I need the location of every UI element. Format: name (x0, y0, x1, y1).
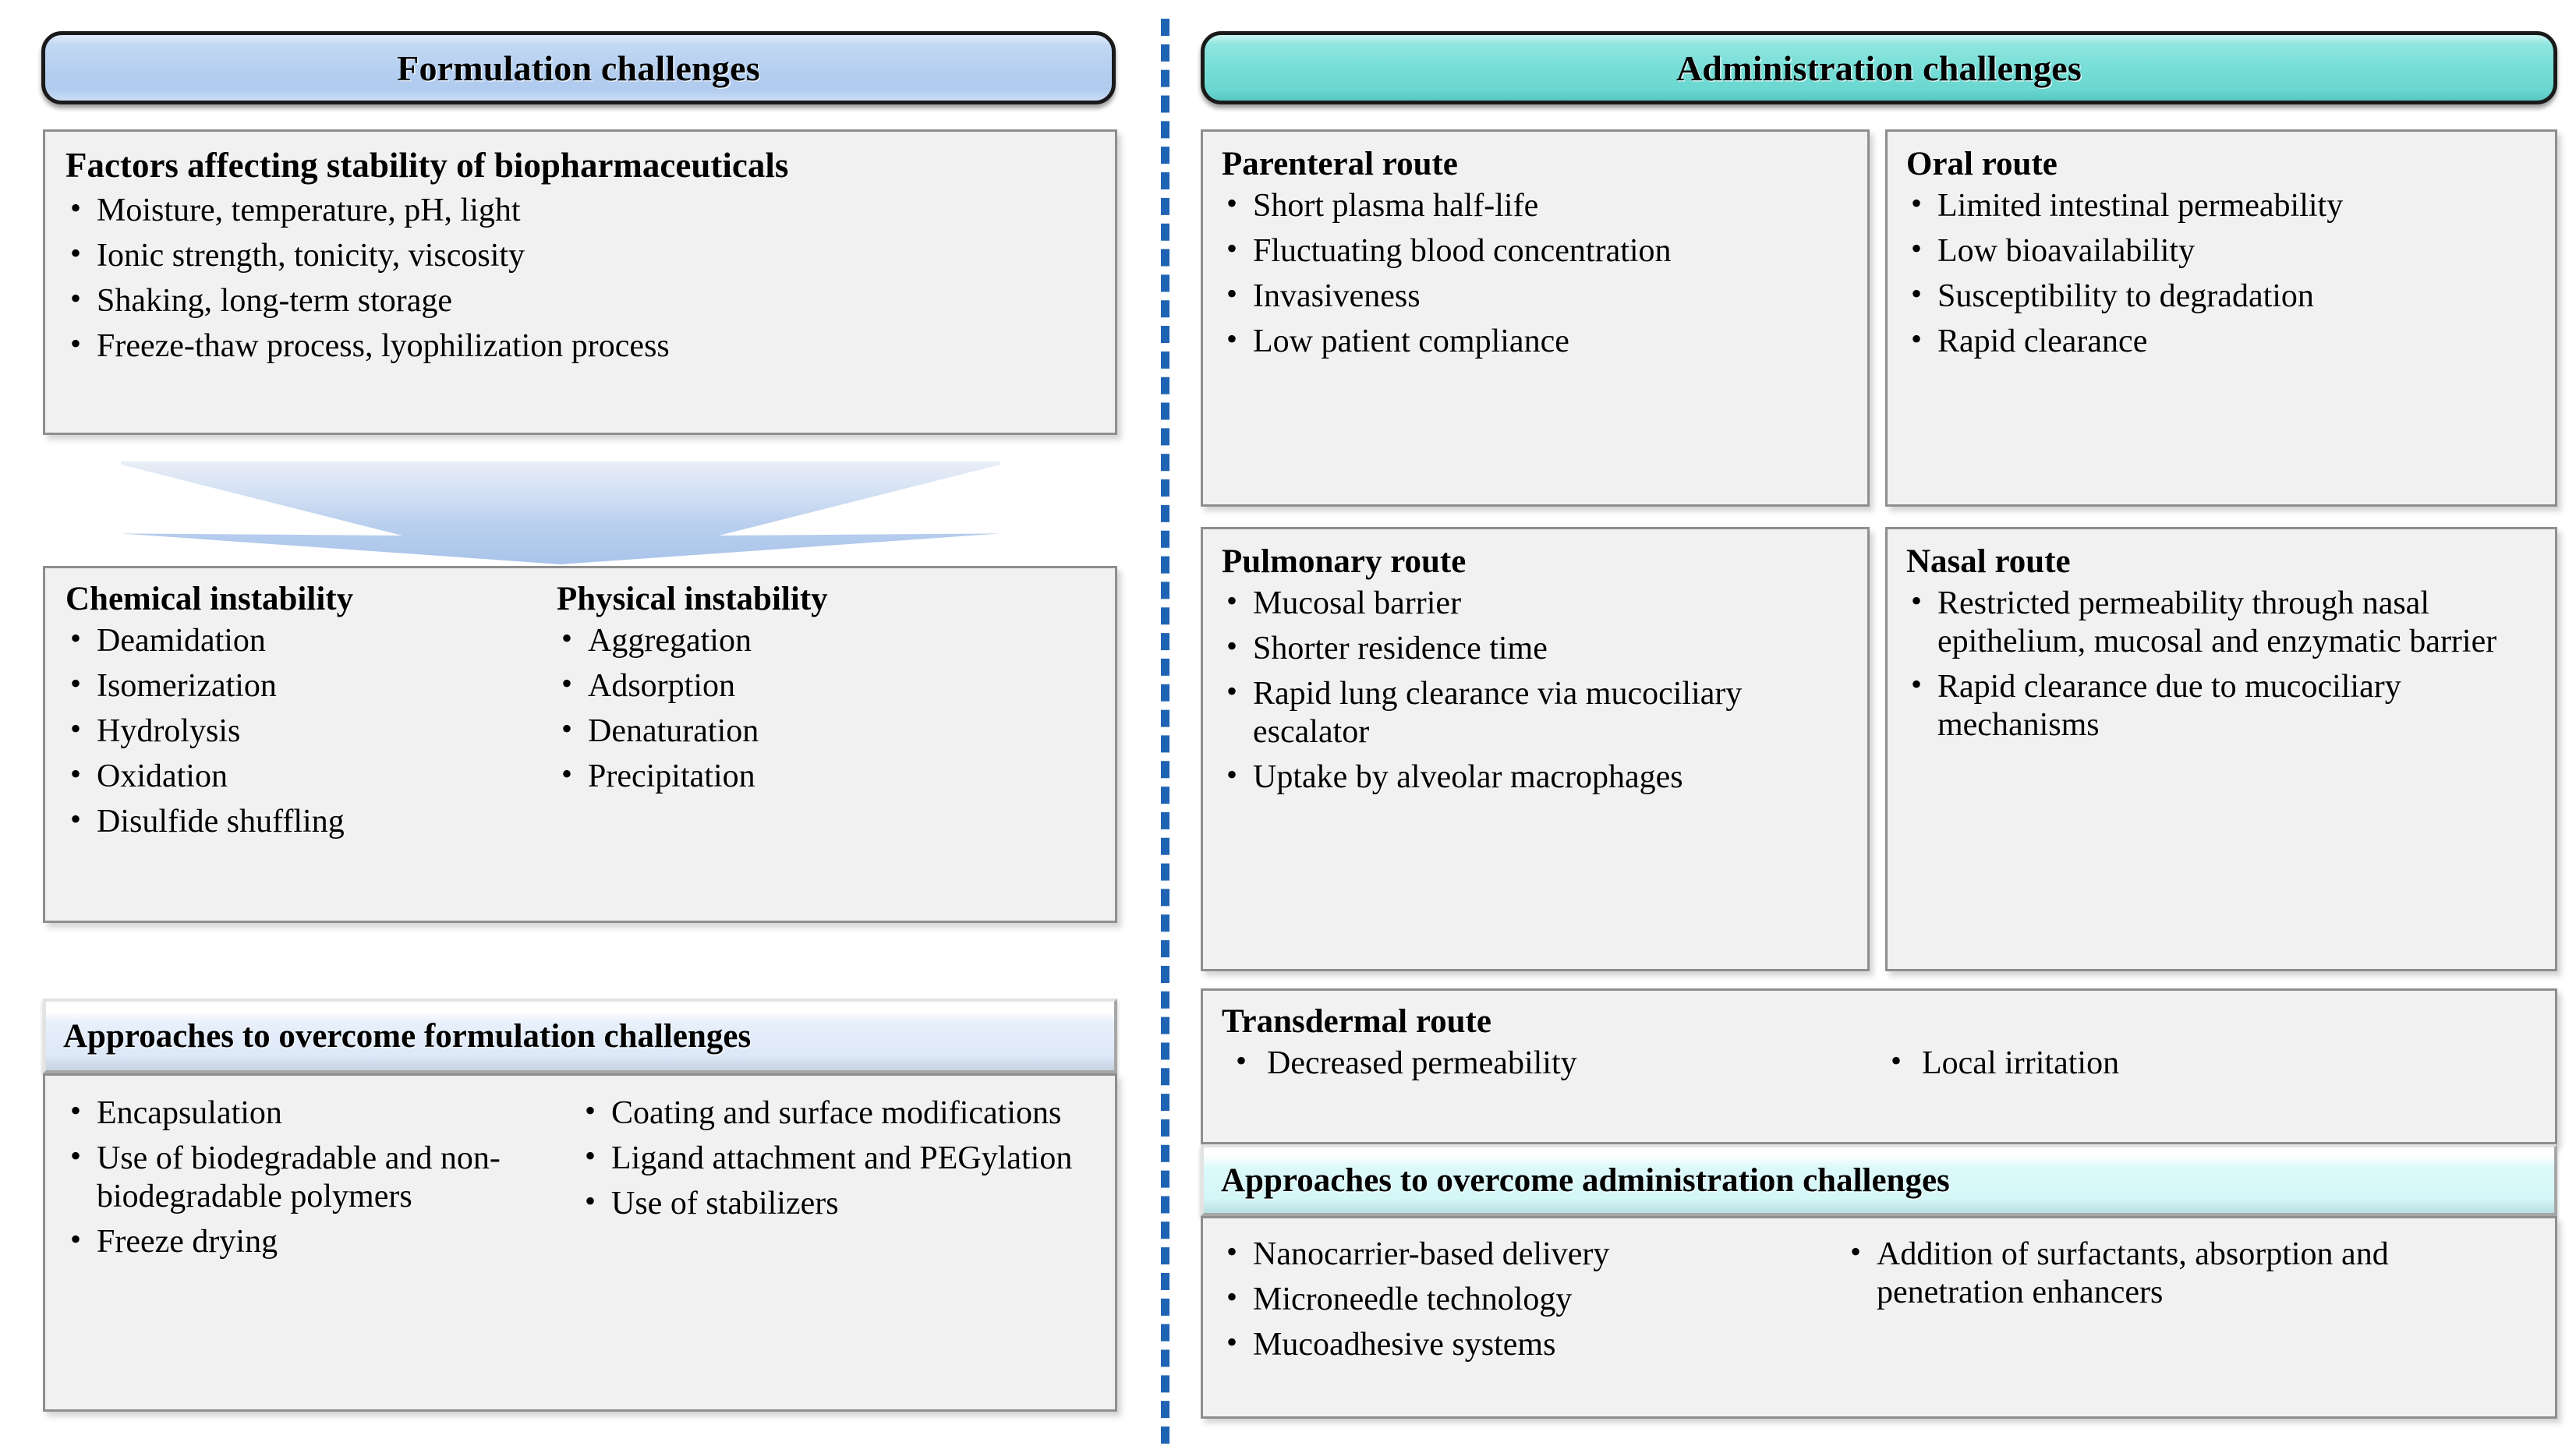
approaches-administration-bar-label: Approaches to overcome administration ch… (1221, 1161, 1950, 1199)
approaches-administration-list-1: Nanocarrier-based delivery Microneedle t… (1222, 1234, 1845, 1364)
list-item: Freeze drying (65, 1221, 580, 1261)
administration-challenges-banner-label: Administration challenges (1676, 48, 2082, 88)
list-item: Shaking, long-term storage (65, 281, 1095, 320)
chemical-instability-list: Deamidation Isomerization Hydrolysis Oxi… (65, 620, 557, 842)
transdermal-route-title: Transdermal route (1222, 1003, 1491, 1040)
approaches-formulation-column-2: Coating and surface modifications Ligand… (580, 1093, 1095, 1269)
approaches-formulation-bar-label: Approaches to overcome formulation chall… (63, 1017, 752, 1055)
list-item: Rapid lung clearance via mucociliary esc… (1222, 673, 1849, 751)
instability-types-box: Chemical instability Deamidation Isomeri… (43, 566, 1117, 923)
list-item: Fluctuating blood concentration (1222, 231, 1849, 270)
chemical-instability-column: Chemical instability Deamidation Isomeri… (65, 581, 557, 848)
list-item: Microneedle technology (1222, 1279, 1845, 1319)
list-item: Nanocarrier-based delivery (1222, 1234, 1845, 1274)
pulmonary-route-list: Mucosal barrier Shorter residence time R… (1222, 583, 1849, 797)
list-item: Ionic strength, tonicity, viscosity (65, 235, 1095, 275)
approaches-formulation-box: Encapsulation Use of biodegradable and n… (43, 1073, 1117, 1412)
panel-divider (1161, 19, 1169, 1444)
physical-instability-title: Physical instability (557, 581, 828, 617)
nasal-route-box: Nasal route Restricted permeability thro… (1885, 527, 2557, 971)
pulmonary-route-title: Pulmonary route (1222, 543, 1467, 580)
formulation-challenges-banner-label: Formulation challenges (397, 48, 760, 88)
factors-affecting-stability-box: Factors affecting stability of biopharma… (43, 129, 1117, 435)
pulmonary-route-box: Pulmonary route Mucosal barrier Shorter … (1201, 527, 1870, 971)
oral-route-list: Limited intestinal permeability Low bioa… (1906, 186, 2536, 362)
list-item: Uptake by alveolar macrophages (1222, 757, 1849, 797)
list-item: Precipitation (557, 756, 1095, 796)
transdermal-route-box: Transdermal route Decreased permeability… (1201, 988, 2557, 1144)
list-item: Invasiveness (1222, 276, 1849, 316)
nasal-route-title: Nasal route (1906, 543, 2071, 580)
list-item: Encapsulation (65, 1093, 580, 1133)
list-item: Deamidation (65, 620, 557, 660)
parenteral-route-list: Short plasma half-life Fluctuating blood… (1222, 186, 1849, 362)
list-item: Aggregation (557, 620, 1095, 660)
list-item: Shorter residence time (1222, 628, 1849, 668)
list-item: Hydrolysis (65, 711, 557, 751)
list-item: Mucoadhesive systems (1222, 1324, 1845, 1364)
list-item: Local irritation (1877, 1043, 2119, 1083)
factors-box-title: Factors affecting stability of biopharma… (65, 146, 789, 185)
list-item: Oxidation (65, 756, 557, 796)
list-item: Low patient compliance (1222, 321, 1849, 361)
approaches-administration-column-2: Addition of surfactants, absorption and … (1845, 1234, 2536, 1371)
approaches-formulation-bar: Approaches to overcome formulation chall… (43, 999, 1117, 1073)
list-item: Low bioavailability (1906, 231, 2536, 270)
transdermal-list-1: Decreased permeability (1222, 1043, 1877, 1083)
list-item: Addition of surfactants, absorption and … (1845, 1234, 2536, 1312)
list-item: Moisture, temperature, pH, light (65, 190, 1095, 230)
approaches-formulation-list-2: Coating and surface modifications Ligand… (580, 1093, 1095, 1223)
approaches-administration-list-2: Addition of surfactants, absorption and … (1845, 1234, 2536, 1312)
list-item: Disulfide shuffling (65, 801, 557, 841)
transdermal-column-1: Decreased permeability (1222, 1043, 1877, 1090)
approaches-administration-bar: Approaches to overcome administration ch… (1201, 1144, 2557, 1216)
list-item: Limited intestinal permeability (1906, 186, 2536, 225)
transdermal-column-2: Local irritation (1877, 1043, 2119, 1090)
list-item: Use of stabilizers (580, 1183, 1095, 1223)
oral-route-title: Oral route (1906, 146, 2058, 182)
list-item: Freeze-thaw process, lyophilization proc… (65, 326, 1095, 366)
list-item: Adsorption (557, 666, 1095, 705)
physical-instability-list: Aggregation Adsorption Denaturation Prec… (557, 620, 1095, 797)
transdermal-list-2: Local irritation (1877, 1043, 2119, 1083)
list-item: Denaturation (557, 711, 1095, 751)
list-item: Decreased permeability (1222, 1043, 1877, 1083)
oral-route-box: Oral route Limited intestinal permeabili… (1885, 129, 2557, 507)
list-item: Coating and surface modifications (580, 1093, 1095, 1133)
formulation-challenges-panel: Formulation challenges Factors affecting… (0, 0, 1165, 1453)
chemical-instability-title: Chemical instability (65, 581, 354, 617)
list-item: Short plasma half-life (1222, 186, 1849, 225)
parenteral-route-title: Parenteral route (1222, 146, 1458, 182)
approaches-administration-column-1: Nanocarrier-based delivery Microneedle t… (1222, 1234, 1845, 1371)
list-item: Susceptibility to degradation (1906, 276, 2536, 316)
parenteral-route-box: Parenteral route Short plasma half-life … (1201, 129, 1870, 507)
administration-challenges-banner: Administration challenges (1201, 31, 2557, 104)
list-item: Rapid clearance due to mucociliary mecha… (1906, 666, 2536, 744)
approaches-formulation-column-1: Encapsulation Use of biodegradable and n… (65, 1093, 580, 1269)
approaches-administration-box: Nanocarrier-based delivery Microneedle t… (1201, 1216, 2557, 1419)
factors-list: Moisture, temperature, pH, light Ionic s… (65, 190, 1095, 366)
approaches-formulation-list-1: Encapsulation Use of biodegradable and n… (65, 1093, 580, 1262)
list-item: Ligand attachment and PEGylation (580, 1138, 1095, 1178)
list-item: Restricted permeability through nasal ep… (1906, 583, 2536, 661)
formulation-challenges-banner: Formulation challenges (41, 31, 1116, 104)
list-item: Rapid clearance (1906, 321, 2536, 361)
down-arrow-icon (121, 461, 1000, 564)
list-item: Mucosal barrier (1222, 583, 1849, 623)
physical-instability-column: Physical instability Aggregation Adsorpt… (557, 581, 1095, 848)
nasal-route-list: Restricted permeability through nasal ep… (1906, 583, 2536, 745)
list-item: Use of biodegradable and non-biodegradab… (65, 1138, 580, 1216)
list-item: Isomerization (65, 666, 557, 705)
